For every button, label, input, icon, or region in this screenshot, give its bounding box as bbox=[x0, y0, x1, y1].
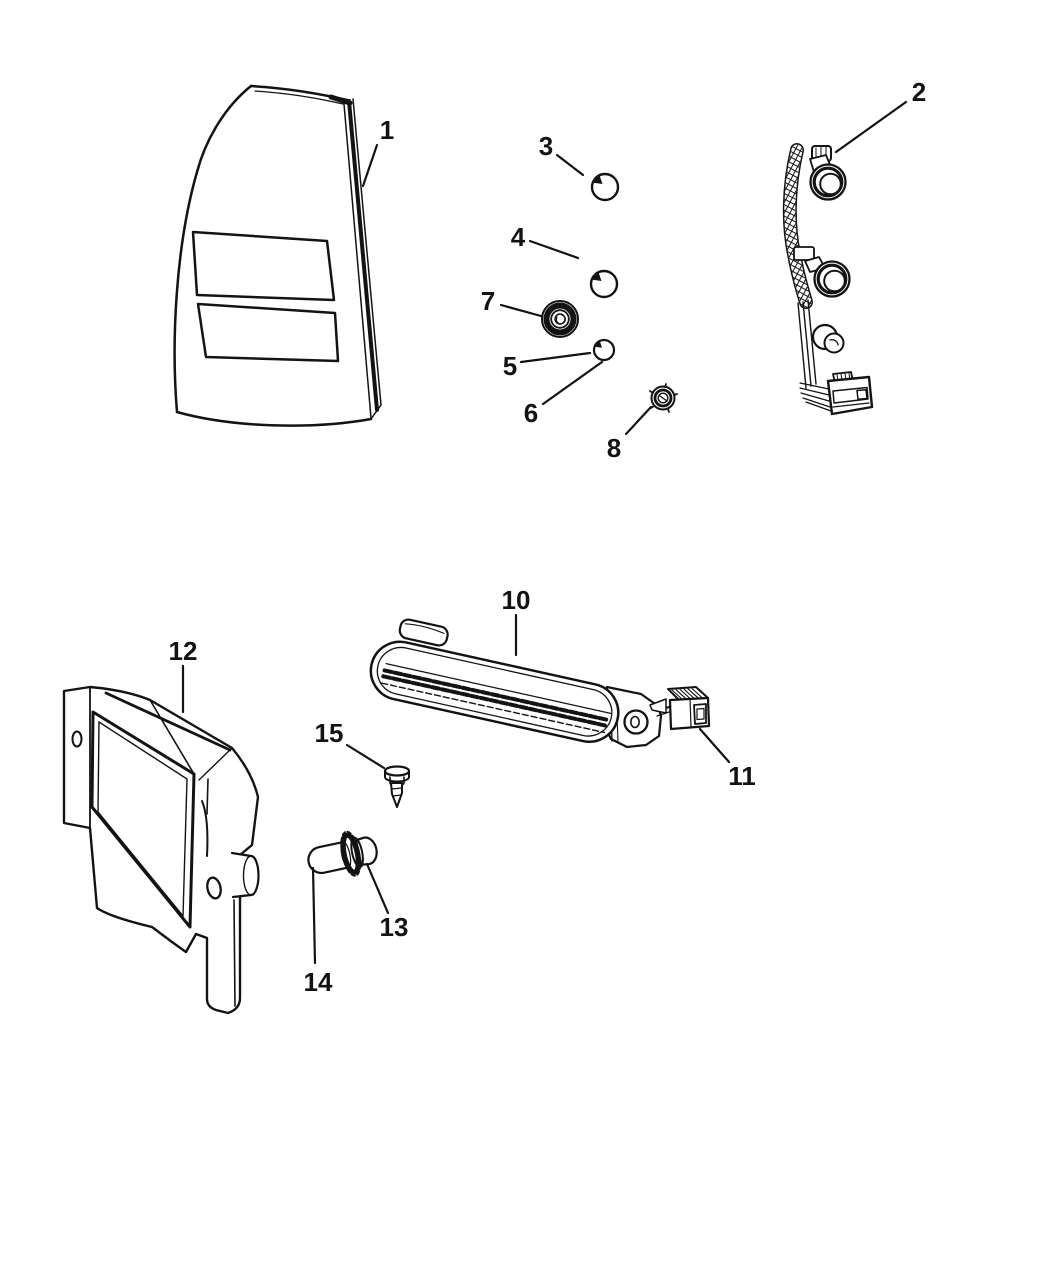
callout-13: 13 bbox=[380, 912, 409, 942]
socket-boss bbox=[230, 851, 260, 899]
callout-11: 11 bbox=[728, 761, 756, 791]
lamp-mount-tab bbox=[398, 618, 449, 647]
mount-hole-lower bbox=[206, 876, 222, 900]
screw-drawing bbox=[383, 765, 411, 808]
harness-socket-upper bbox=[809, 145, 847, 201]
tail-lamp-upper-lens-panel bbox=[191, 230, 336, 302]
socket-7-drawing bbox=[541, 300, 579, 338]
callout-12: 12 bbox=[169, 636, 198, 666]
callout-3: 3 bbox=[539, 131, 553, 161]
callout-15: 15 bbox=[315, 718, 344, 748]
callout-1: 1 bbox=[380, 115, 394, 145]
leader-13 bbox=[365, 862, 390, 915]
mount-hole-upper bbox=[71, 730, 83, 748]
socket-flange bbox=[340, 832, 361, 875]
socket-13-lug bbox=[354, 836, 378, 866]
leader-4 bbox=[528, 239, 580, 260]
leader-5 bbox=[519, 351, 592, 364]
callout-8: 8 bbox=[607, 433, 621, 463]
leader-7 bbox=[499, 303, 543, 318]
callout-5: 5 bbox=[503, 351, 517, 381]
harness-connector bbox=[826, 371, 874, 416]
lamp-lens-outline bbox=[90, 710, 196, 929]
bulb-3-drawing bbox=[590, 172, 620, 202]
callout-numbers: 1 2 3 4 5 6 7 8 10 11 12 13 14 15 bbox=[169, 77, 927, 997]
callout-7: 7 bbox=[481, 286, 495, 316]
wiring-harness-drawing bbox=[782, 143, 874, 416]
socket-8-drawing bbox=[649, 383, 678, 413]
high-mount-stop-lamp-drawing bbox=[369, 618, 663, 749]
connector-11-drawing bbox=[649, 686, 711, 731]
bulb-and-socket-drawing bbox=[307, 830, 378, 877]
bulb-5-6-drawing bbox=[592, 338, 616, 362]
leader-14 bbox=[311, 866, 317, 965]
loom-clip bbox=[793, 246, 815, 261]
bulb-4-drawing bbox=[589, 269, 619, 299]
rear-lamp-assembly-drawing bbox=[62, 685, 260, 1015]
tail-lamp-lower-lens-panel bbox=[196, 302, 340, 363]
lamp-body bbox=[369, 640, 620, 743]
leader-3 bbox=[555, 153, 585, 177]
braided-wire-loom bbox=[784, 144, 812, 308]
tail-lamp-drawing bbox=[173, 84, 382, 427]
harness-socket-middle bbox=[804, 256, 851, 298]
leader-2 bbox=[834, 100, 908, 154]
bulb-14-capsule bbox=[307, 840, 350, 875]
callout-2: 2 bbox=[912, 77, 926, 107]
leader-8 bbox=[624, 405, 653, 436]
leader-15 bbox=[345, 743, 386, 770]
leader-1 bbox=[361, 143, 379, 188]
callout-10: 10 bbox=[502, 585, 531, 615]
callout-14: 14 bbox=[304, 967, 333, 997]
callout-4: 4 bbox=[511, 222, 526, 252]
callout-6: 6 bbox=[524, 398, 538, 428]
leader-6 bbox=[541, 360, 604, 406]
leader-11 bbox=[698, 727, 731, 764]
harness-socket-small bbox=[811, 323, 845, 354]
leader-lines bbox=[181, 100, 908, 965]
